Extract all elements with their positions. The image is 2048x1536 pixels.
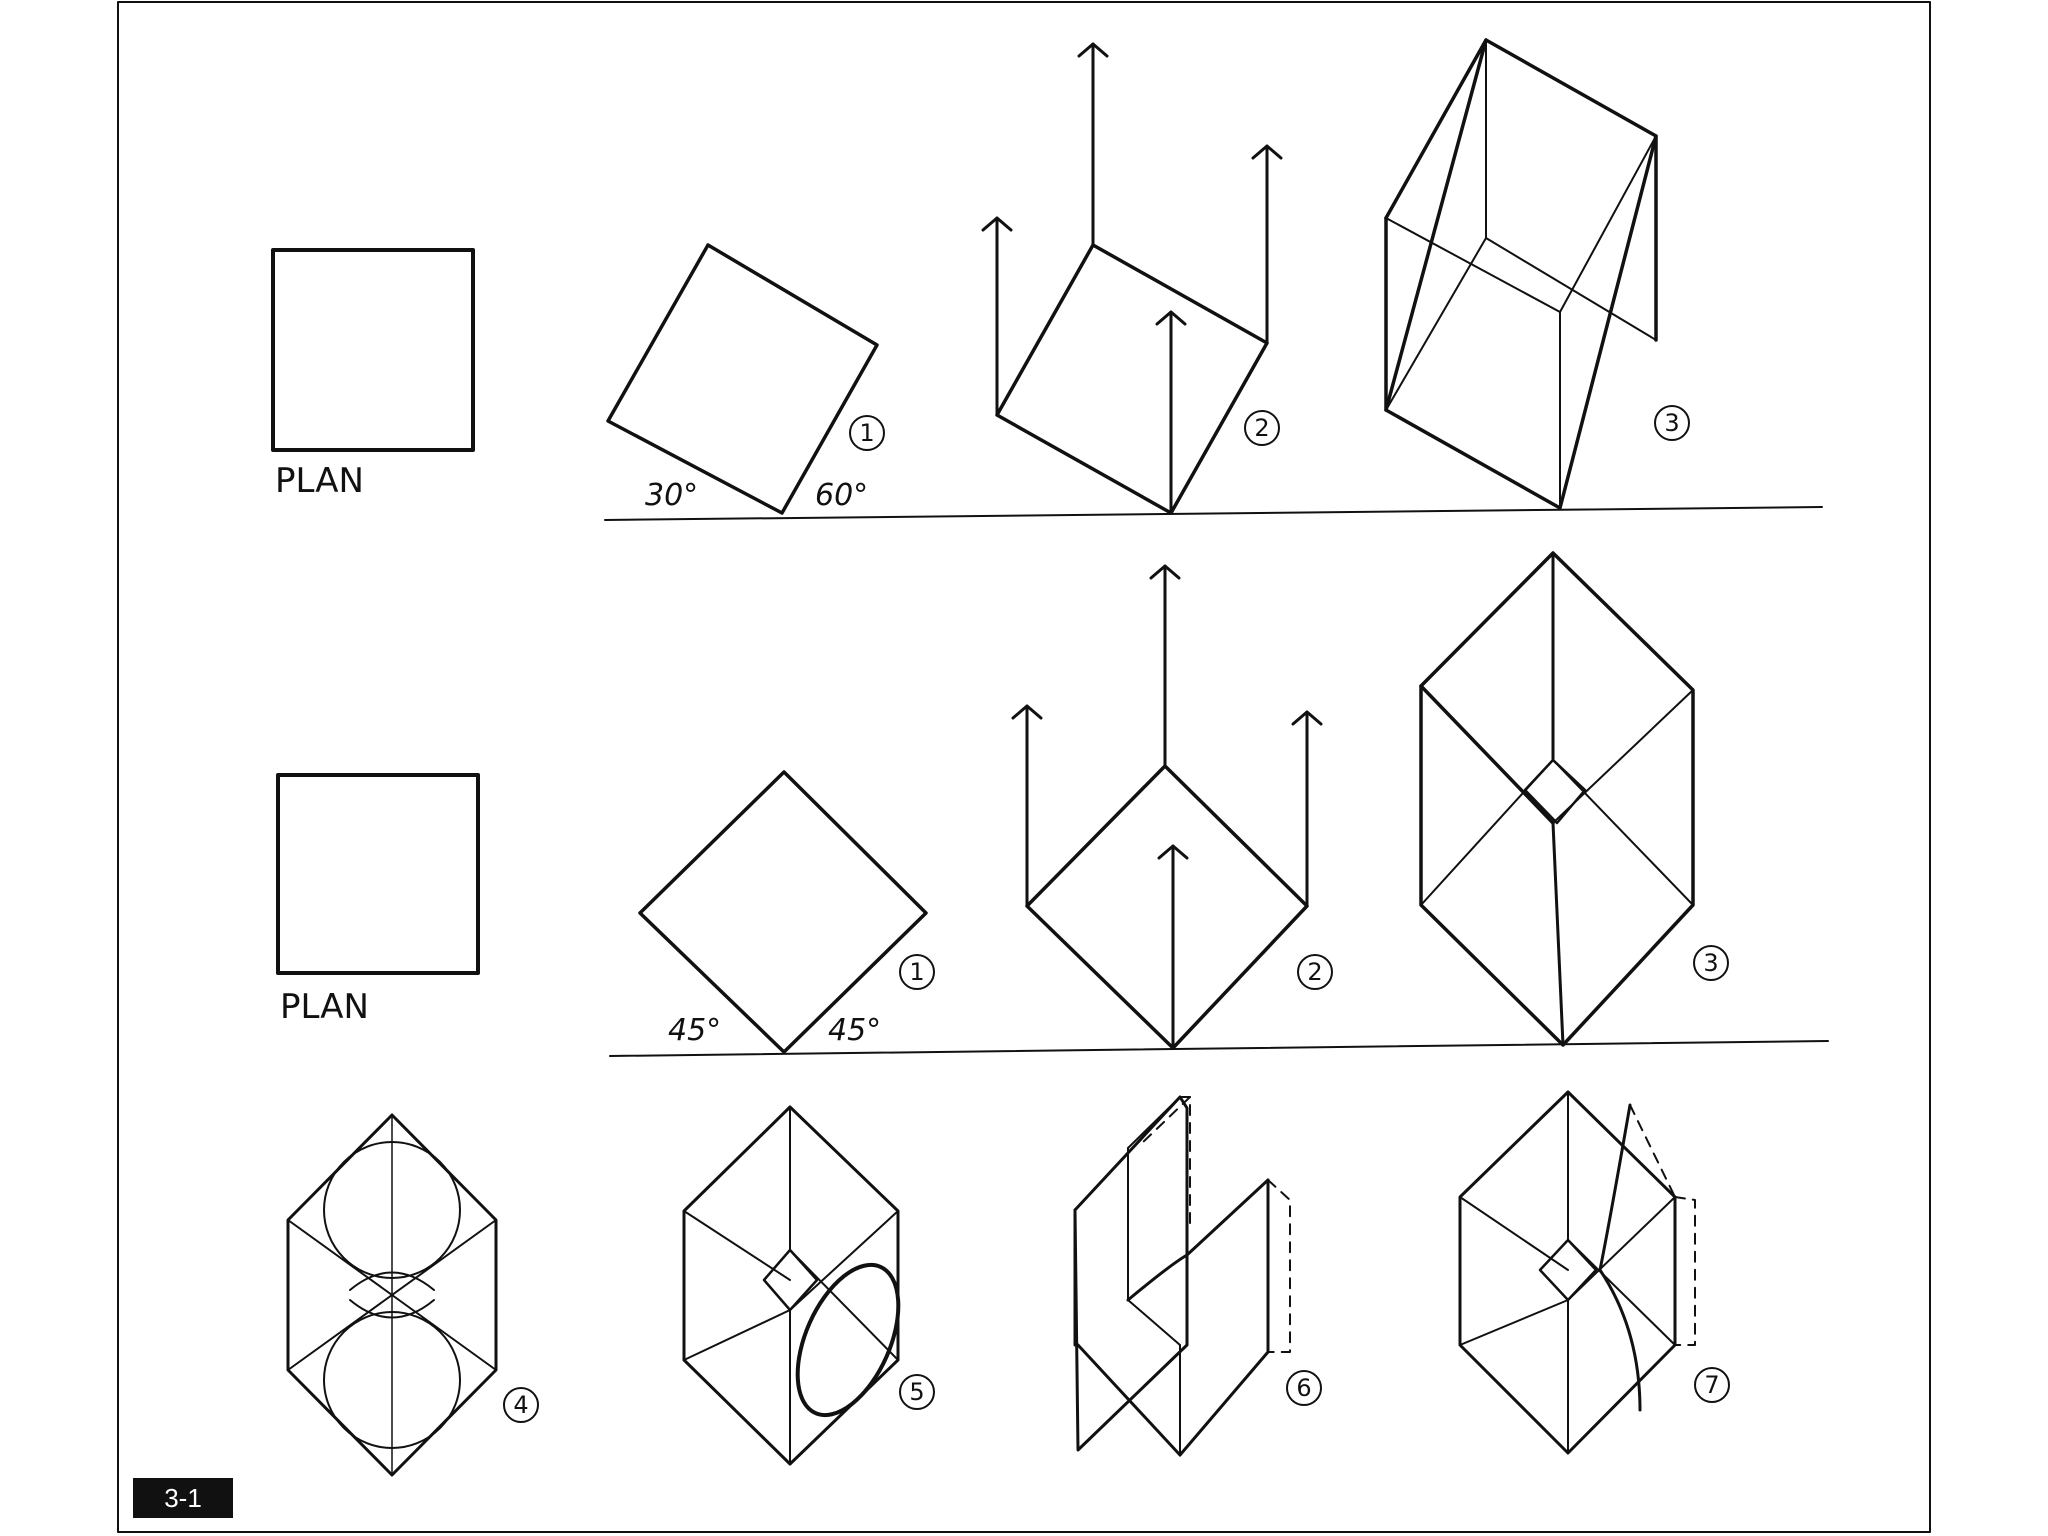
row3-step5-marker (899, 1374, 935, 1410)
row2-plan-square (276, 773, 480, 975)
row2-step2-number: 2 (1307, 958, 1322, 986)
row1-angle-right-label: 60° (815, 478, 868, 513)
page-frame (117, 1, 1931, 1533)
row1-angle-left-label: 30° (645, 478, 698, 513)
row2-step2-vertical-projection (1011, 564, 1323, 1050)
row1-step1-marker (849, 415, 885, 451)
row1-step2-number: 2 (1254, 414, 1269, 442)
row3-step7-marker (1694, 1367, 1730, 1403)
row2-angle-right-label: 45° (828, 1013, 881, 1048)
row3-step6-cut-prism (1073, 1095, 1291, 1457)
row2-ground-line (609, 1040, 1829, 1057)
row1-step2-vertical-projection (981, 42, 1283, 515)
row1-step3-complete-prism (1384, 38, 1658, 510)
row3-step4-number: 4 (513, 1391, 528, 1419)
row2-step1-number: 1 (909, 958, 924, 986)
row1-plan-square (271, 248, 475, 452)
row3-step7-curved-cut-prism (1458, 1090, 1696, 1455)
row3-step4-marker (503, 1387, 539, 1423)
row2-step1-marker (899, 954, 935, 990)
row1-step3-marker (1654, 405, 1690, 441)
figure-badge: 3-1 (133, 1478, 233, 1518)
row2-angle-left-label: 45° (668, 1013, 721, 1048)
figure-badge-text: 3-1 (164, 1483, 202, 1513)
row3-step7-number: 7 (1704, 1371, 1719, 1399)
row2-plan-label: PLAN (280, 987, 369, 1027)
row1-step1-number: 1 (859, 419, 874, 447)
row2-step3-complete-prism (1419, 551, 1695, 1047)
row2-step1-rotated-plan (638, 770, 928, 1054)
row1-ground-line (604, 506, 1823, 521)
row3-step5-ellipse-on-face (682, 1105, 901, 1466)
row2-step3-marker (1693, 945, 1729, 981)
row3-step6-marker (1286, 1370, 1322, 1406)
row1-plan-label: PLAN (275, 461, 364, 501)
row3-step6-number: 6 (1296, 1374, 1311, 1402)
row1-step2-marker (1244, 410, 1280, 446)
row2-step2-marker (1297, 954, 1333, 990)
row3-step4-circles-in-prism (286, 1113, 498, 1477)
row1-step1-rotated-plan (606, 243, 879, 515)
row3-step5-number: 5 (909, 1378, 924, 1406)
row2-step3-number: 3 (1703, 949, 1718, 977)
row1-step3-number: 3 (1664, 409, 1679, 437)
